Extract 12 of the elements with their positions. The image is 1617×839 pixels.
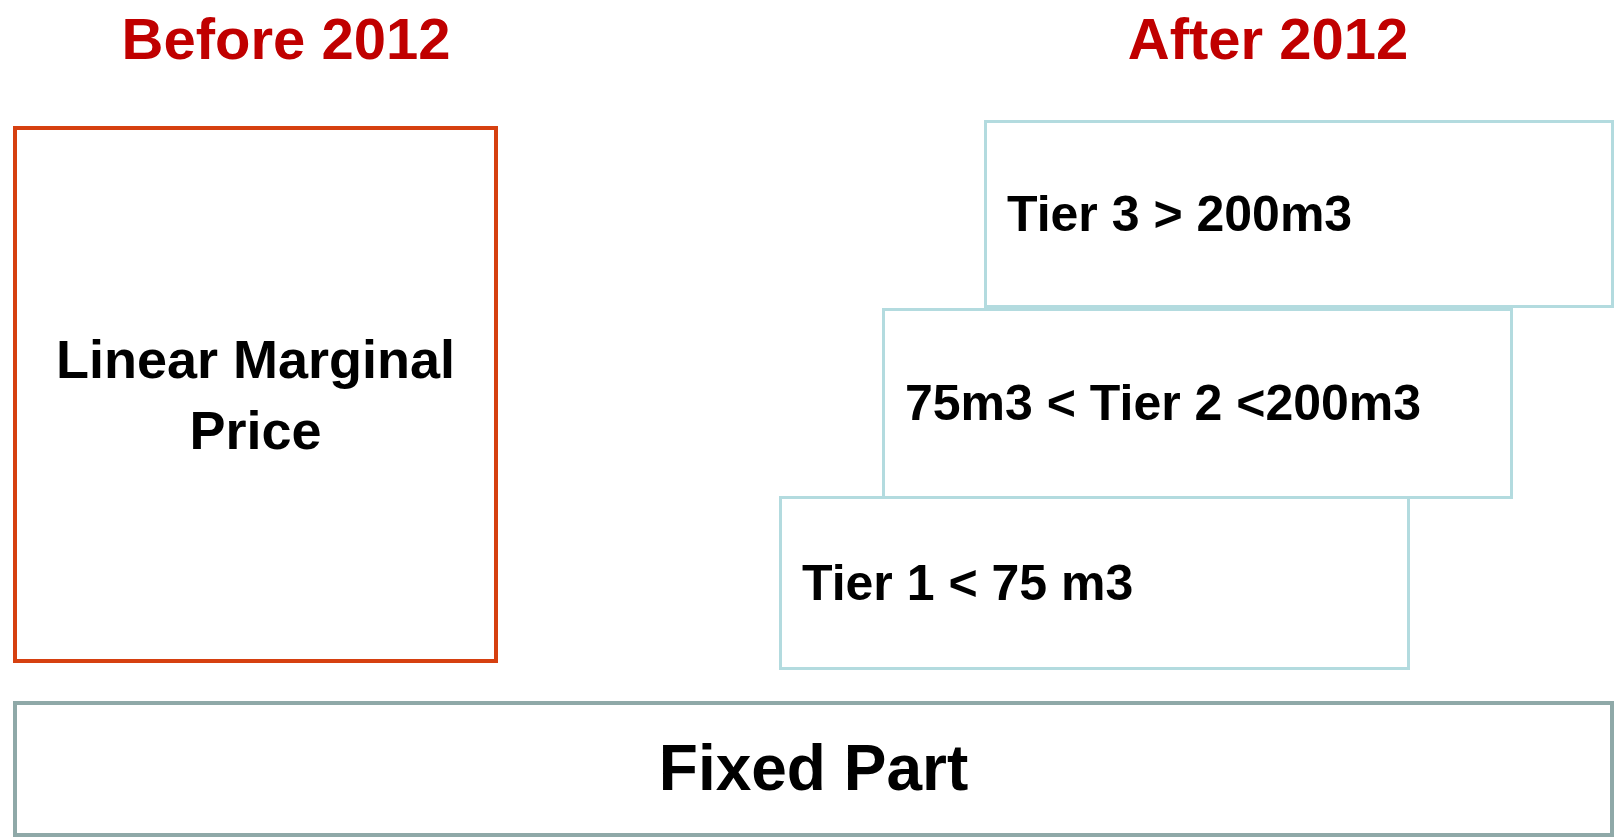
text-box [779, 496, 1410, 670]
text-box [984, 120, 1614, 308]
text-box [13, 126, 498, 663]
box-label: Tier 1 < 75 m3 [802, 553, 1134, 613]
text-box [882, 308, 1513, 499]
box-label: Tier 3 > 200m3 [1007, 184, 1353, 244]
box-label: Linear Marginal Price [54, 328, 457, 462]
box-label: 75m3 < Tier 2 <200m3 [905, 374, 1422, 433]
box-label: Fixed Part [658, 731, 969, 807]
column-heading: After 2012 [1127, 10, 1409, 68]
text-box [13, 701, 1614, 837]
column-heading: Before 2012 [121, 10, 451, 68]
